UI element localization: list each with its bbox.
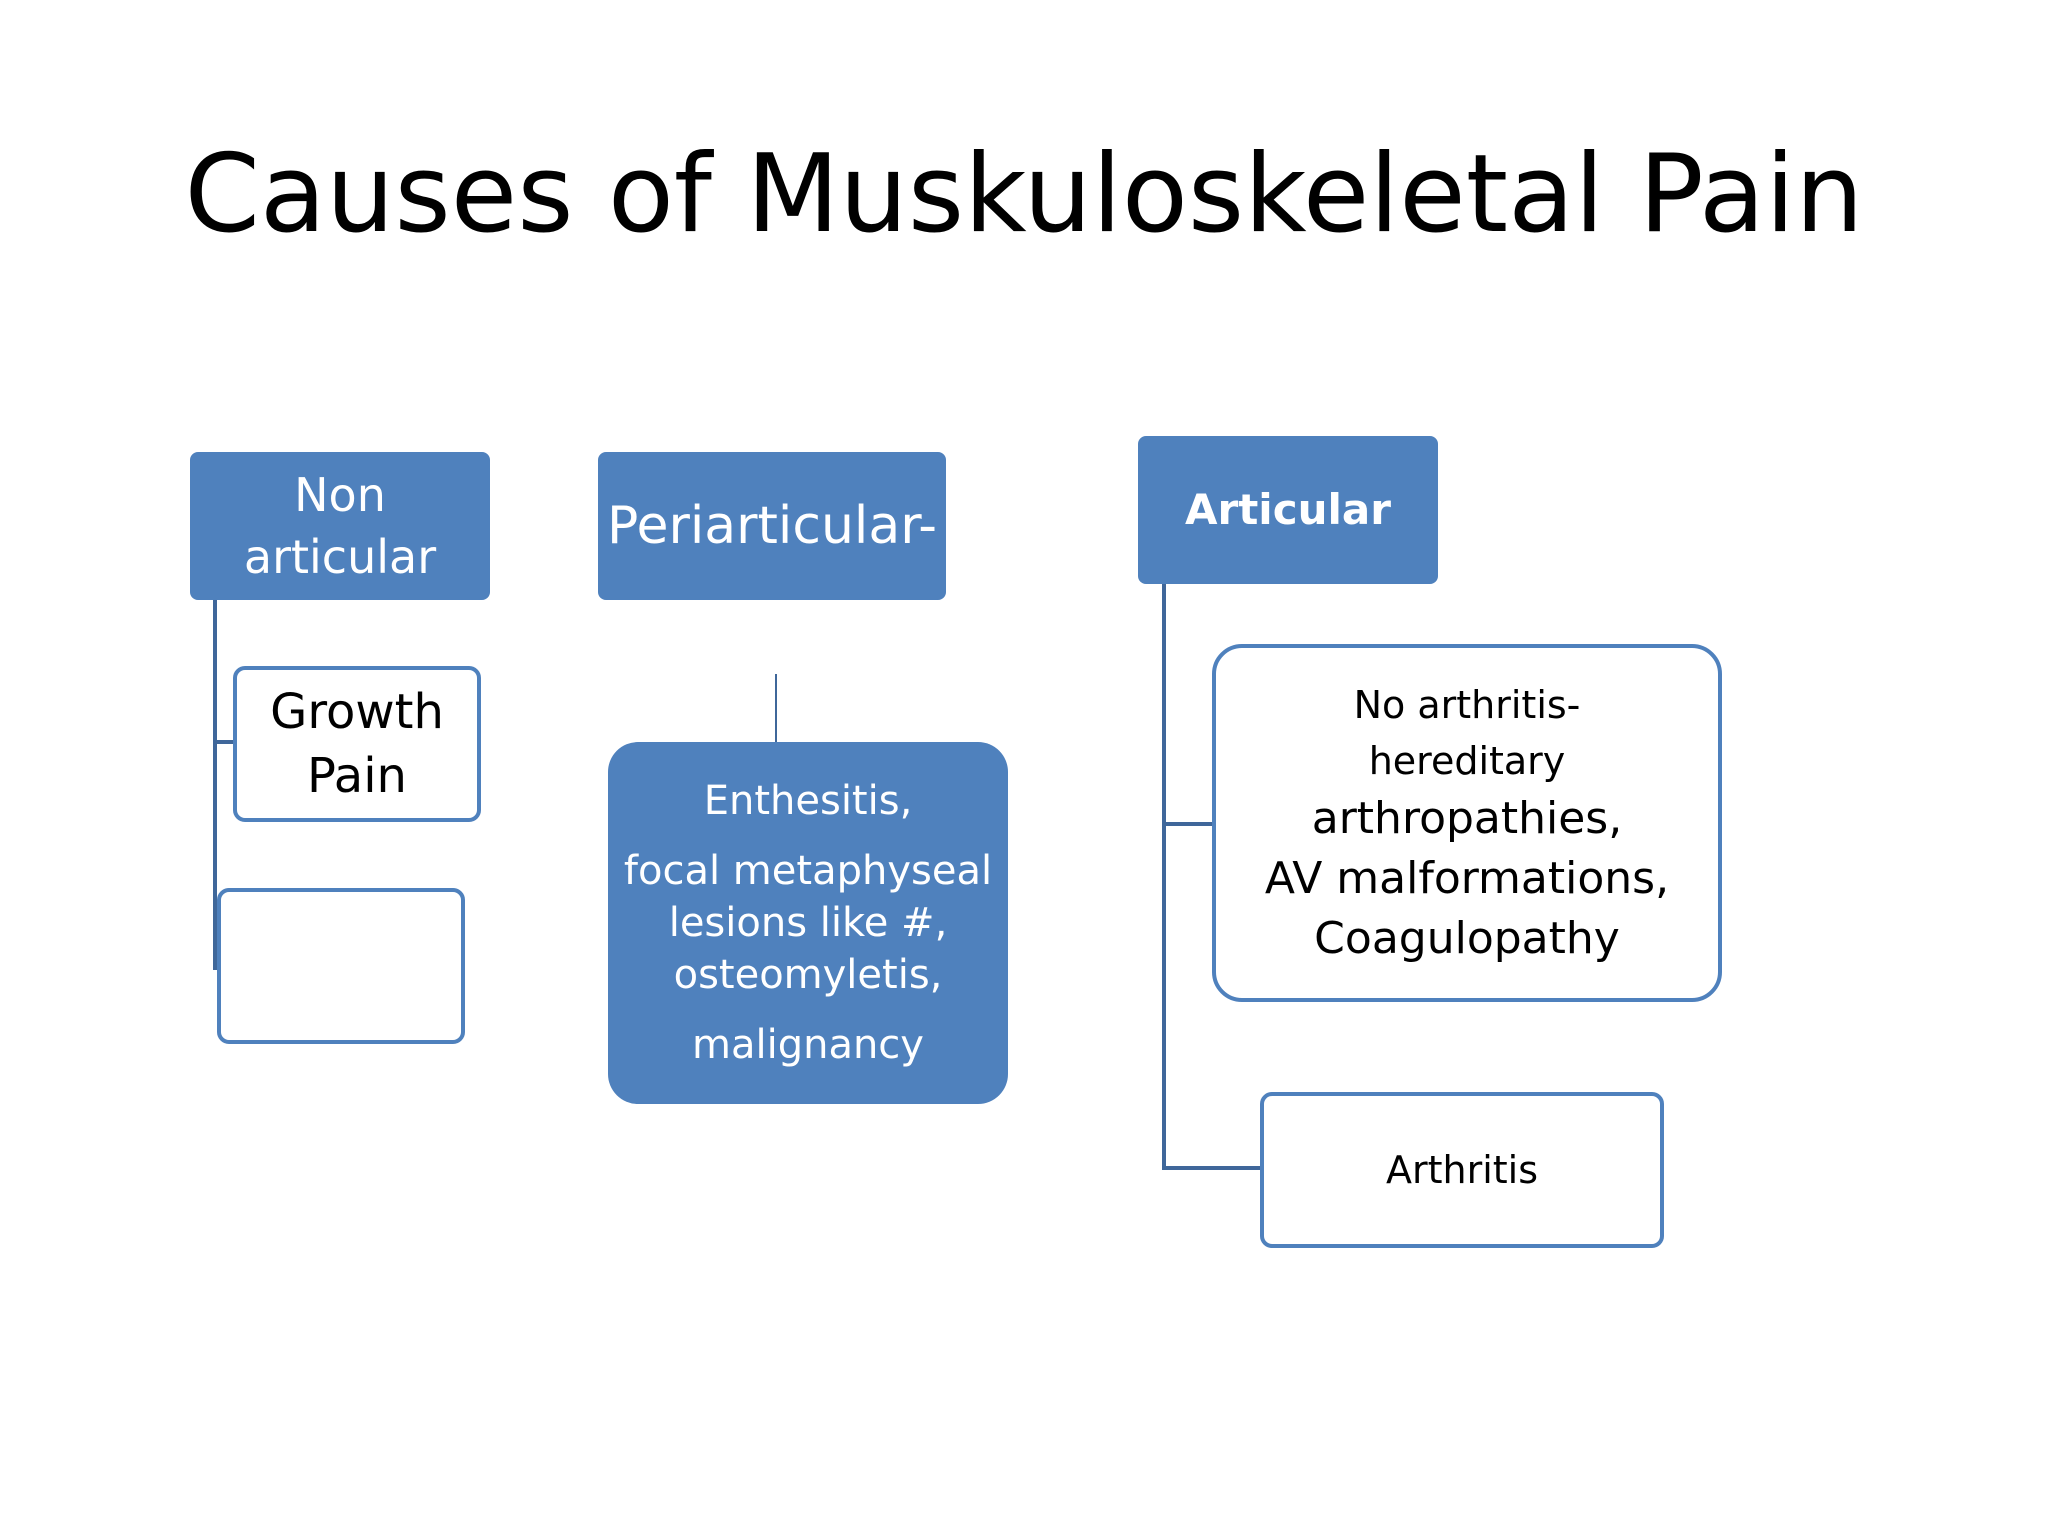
periarticular-detail-box: Enthesitis, focal metaphyseal lesions li… <box>608 742 1008 1104</box>
non-articular-connector-vertical <box>213 600 217 970</box>
slide-title: Causes of Muskuloskeletal Pain <box>184 132 1864 257</box>
growth-pain-line-2: Pain <box>307 748 407 804</box>
periarticular-detail-line-2: focal metaphyseal <box>623 848 993 894</box>
articular-connector-to-arthritis <box>1162 1166 1262 1170</box>
articular-header-box: Articular <box>1138 436 1438 584</box>
arthritis-box: Arthritis <box>1260 1092 1664 1248</box>
periarticular-header-box: Periarticular- <box>598 452 946 600</box>
non-articular-header-line-2: articular <box>243 530 437 584</box>
periarticular-detail-line-4: osteomyletis, <box>673 952 943 998</box>
no-arthritis-line-4: AV malformations, <box>1264 853 1670 904</box>
periarticular-header-line-1: Periarticular- <box>606 496 938 556</box>
no-arthritis-line-5: Coagulopathy <box>1314 913 1620 964</box>
periarticular-detail-line-5: malignancy <box>692 1022 924 1068</box>
non-articular-header-box: Non articular <box>190 452 490 600</box>
articular-connector-to-no-arthritis <box>1162 822 1214 826</box>
growth-pain-box: Growth Pain <box>233 666 481 822</box>
periarticular-detail-line-3: lesions like #, <box>668 900 948 946</box>
no-arthritis-box: No arthritis- hereditary arthropathies, … <box>1212 644 1722 1002</box>
arthritis-line-1: Arthritis <box>1385 1148 1539 1192</box>
non-articular-header-line-1: Non <box>294 468 386 522</box>
articular-connector-vertical <box>1162 584 1166 1170</box>
growth-pain-line-1: Growth <box>270 684 444 740</box>
non-articular-connector-to-growth-pain <box>213 740 235 744</box>
periarticular-connector-vertical <box>775 674 777 744</box>
articular-header-line-1: Articular <box>1185 485 1391 534</box>
empty-child-box <box>217 888 465 1044</box>
no-arthritis-line-2: hereditary <box>1368 739 1566 783</box>
periarticular-detail-line-1: Enthesitis, <box>703 778 913 824</box>
no-arthritis-line-3: arthropathies, <box>1311 793 1623 844</box>
no-arthritis-line-1: No arthritis- <box>1353 683 1581 727</box>
